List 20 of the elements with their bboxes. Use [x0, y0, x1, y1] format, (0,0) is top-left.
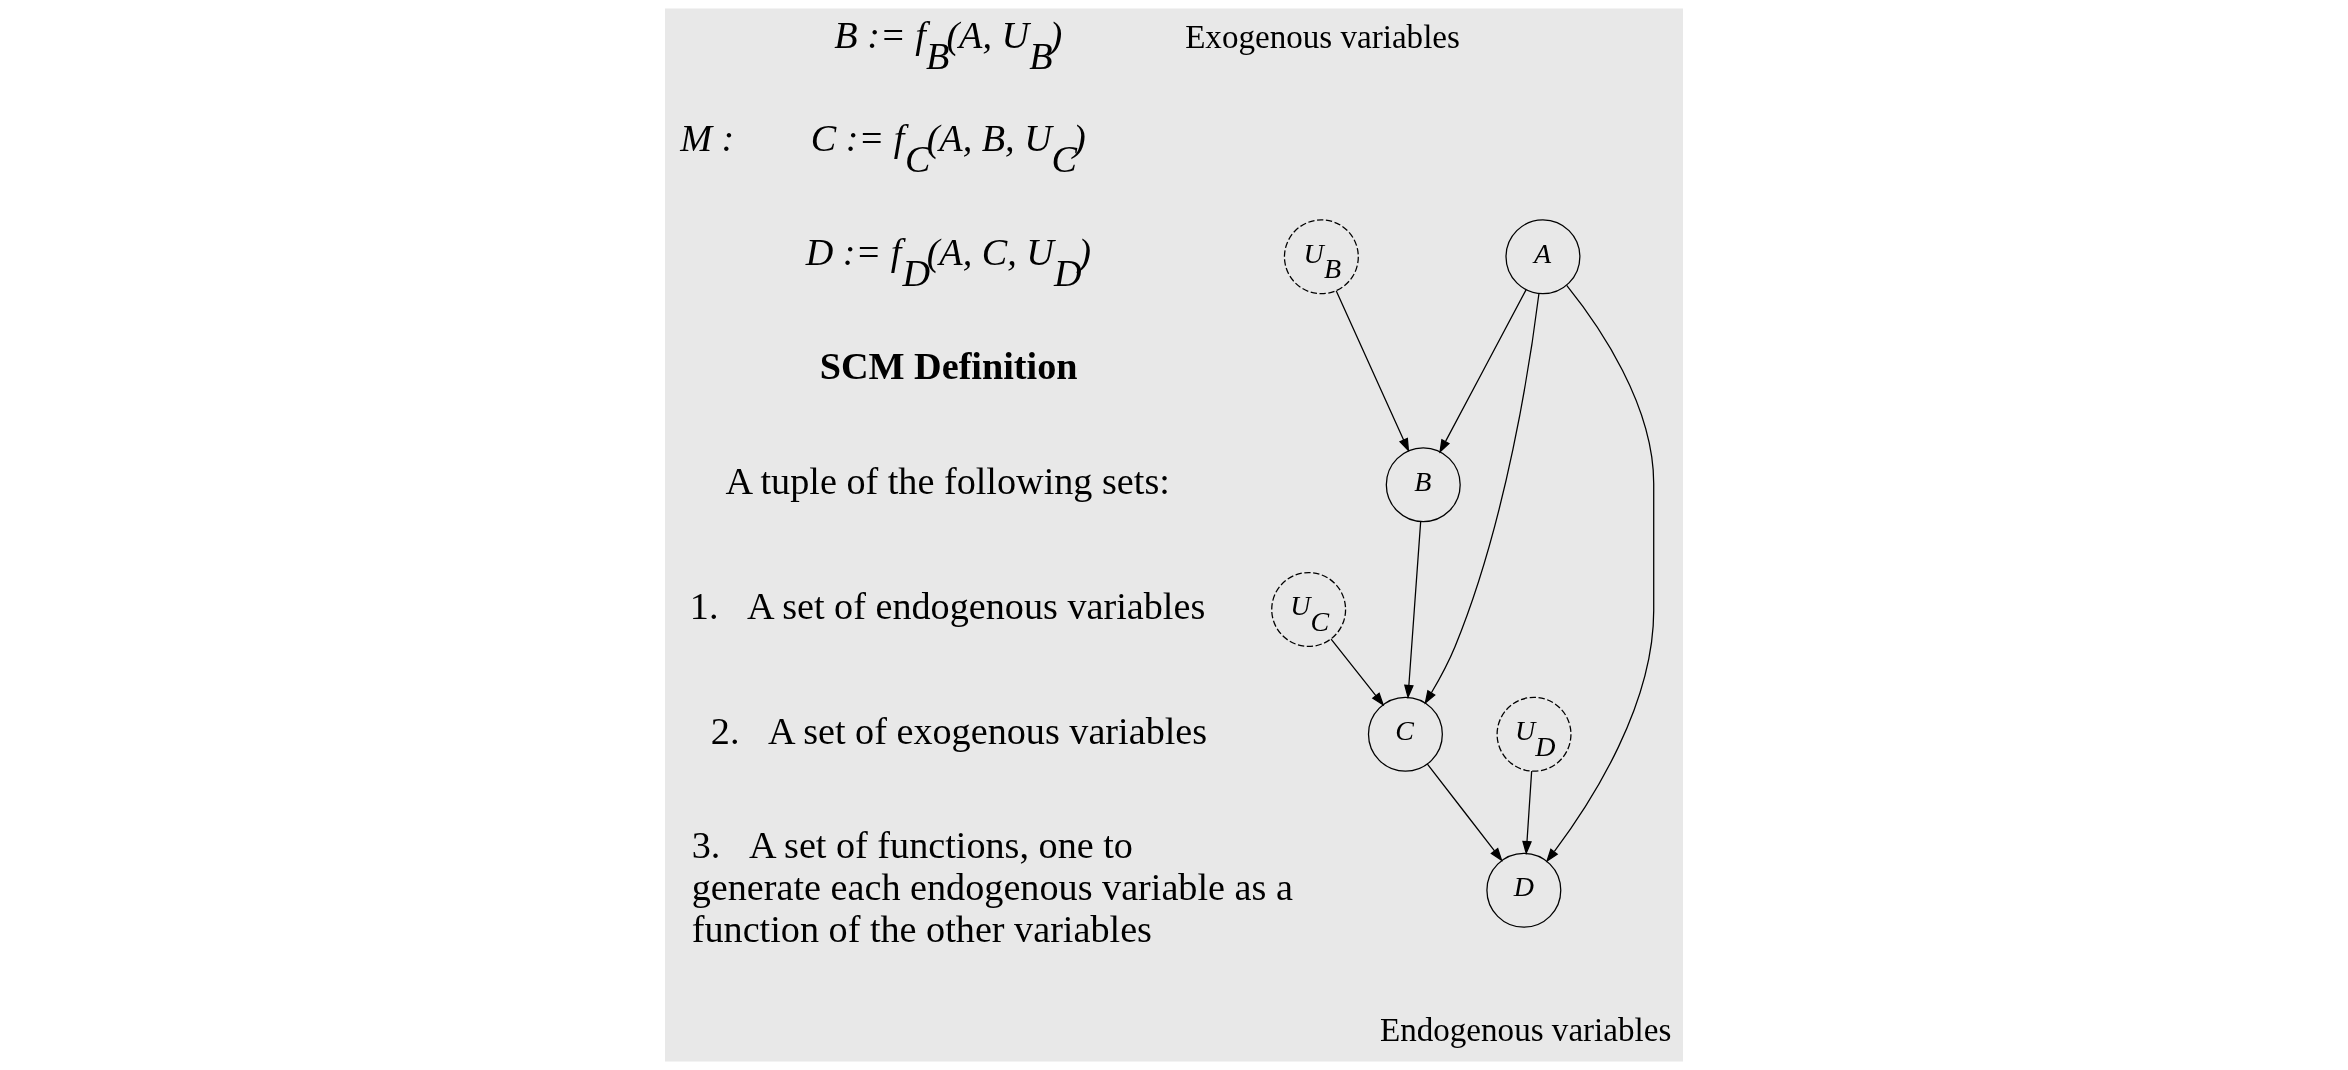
- arrow: [1545, 284, 1655, 863]
- arrow: [1335, 290, 1410, 453]
- label: M :: [680, 117, 735, 160]
- arrow: [1522, 770, 1533, 855]
- arrow: [1426, 763, 1503, 862]
- label: SCM Definition: [819, 345, 1078, 388]
- label: 2. A set of exogenous variables: [710, 709, 1208, 752]
- label: 3. A set of functions, one to generate each endogenous variable as a function of the other variables: [691, 823, 1293, 950]
- label: Endogenous variables: [1379, 1011, 1672, 1048]
- node-circle: D: [1486, 852, 1562, 928]
- arrow: [1424, 292, 1540, 705]
- node-circle: C: [1367, 696, 1443, 772]
- arrow: [1439, 289, 1527, 454]
- node-circle: A: [1505, 219, 1581, 295]
- label: 1. A set of endogenous variables: [689, 585, 1206, 628]
- label: Exogenous variables: [1185, 18, 1460, 55]
- arrow: [1404, 521, 1422, 699]
- arrow: [1330, 638, 1385, 707]
- label: A tuple of the following sets:: [725, 460, 1170, 503]
- node-circle: B: [1385, 447, 1461, 523]
